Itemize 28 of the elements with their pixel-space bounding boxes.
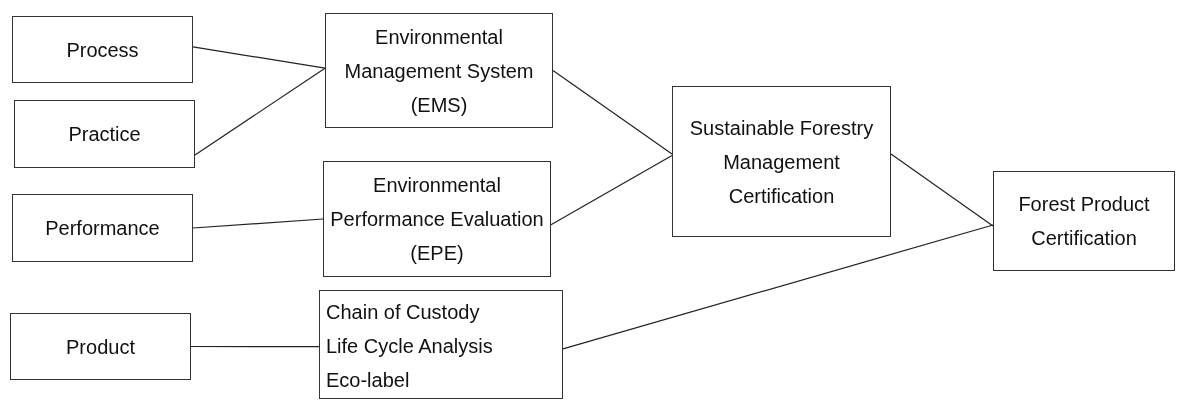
connector-line (192, 46, 326, 69)
connector-line (190, 345, 320, 348)
connector-line (552, 69, 673, 155)
box-label: Environmental Performance Evaluation (EPE) (329, 173, 545, 266)
process-box (672, 86, 891, 237)
connector-line (890, 153, 994, 227)
process-box (12, 194, 193, 262)
box-label: Practice (68, 122, 141, 147)
process-box (993, 171, 1175, 271)
box-label: Life Cycle Analysis (326, 334, 493, 359)
box-label: Eco-label (326, 368, 410, 393)
connector-line (562, 224, 994, 350)
box-label: Environmental Management System (EMS) (343, 24, 535, 118)
box-label: Forest Product Certification (1017, 192, 1151, 251)
connector-line (192, 218, 324, 229)
process-box (319, 290, 563, 399)
process-box (14, 100, 195, 168)
connector-line (194, 67, 326, 156)
connector-line (550, 154, 673, 226)
process-box (325, 13, 553, 128)
process-box (12, 16, 193, 83)
box-label: Performance (45, 216, 160, 241)
process-box (10, 313, 191, 380)
box-label: Process (66, 37, 139, 63)
process-box (323, 161, 551, 277)
box-label: Chain of Custody (326, 300, 480, 325)
box-label: Sustainable Forestry Management Certification (688, 115, 875, 209)
box-label: Product (66, 334, 135, 360)
